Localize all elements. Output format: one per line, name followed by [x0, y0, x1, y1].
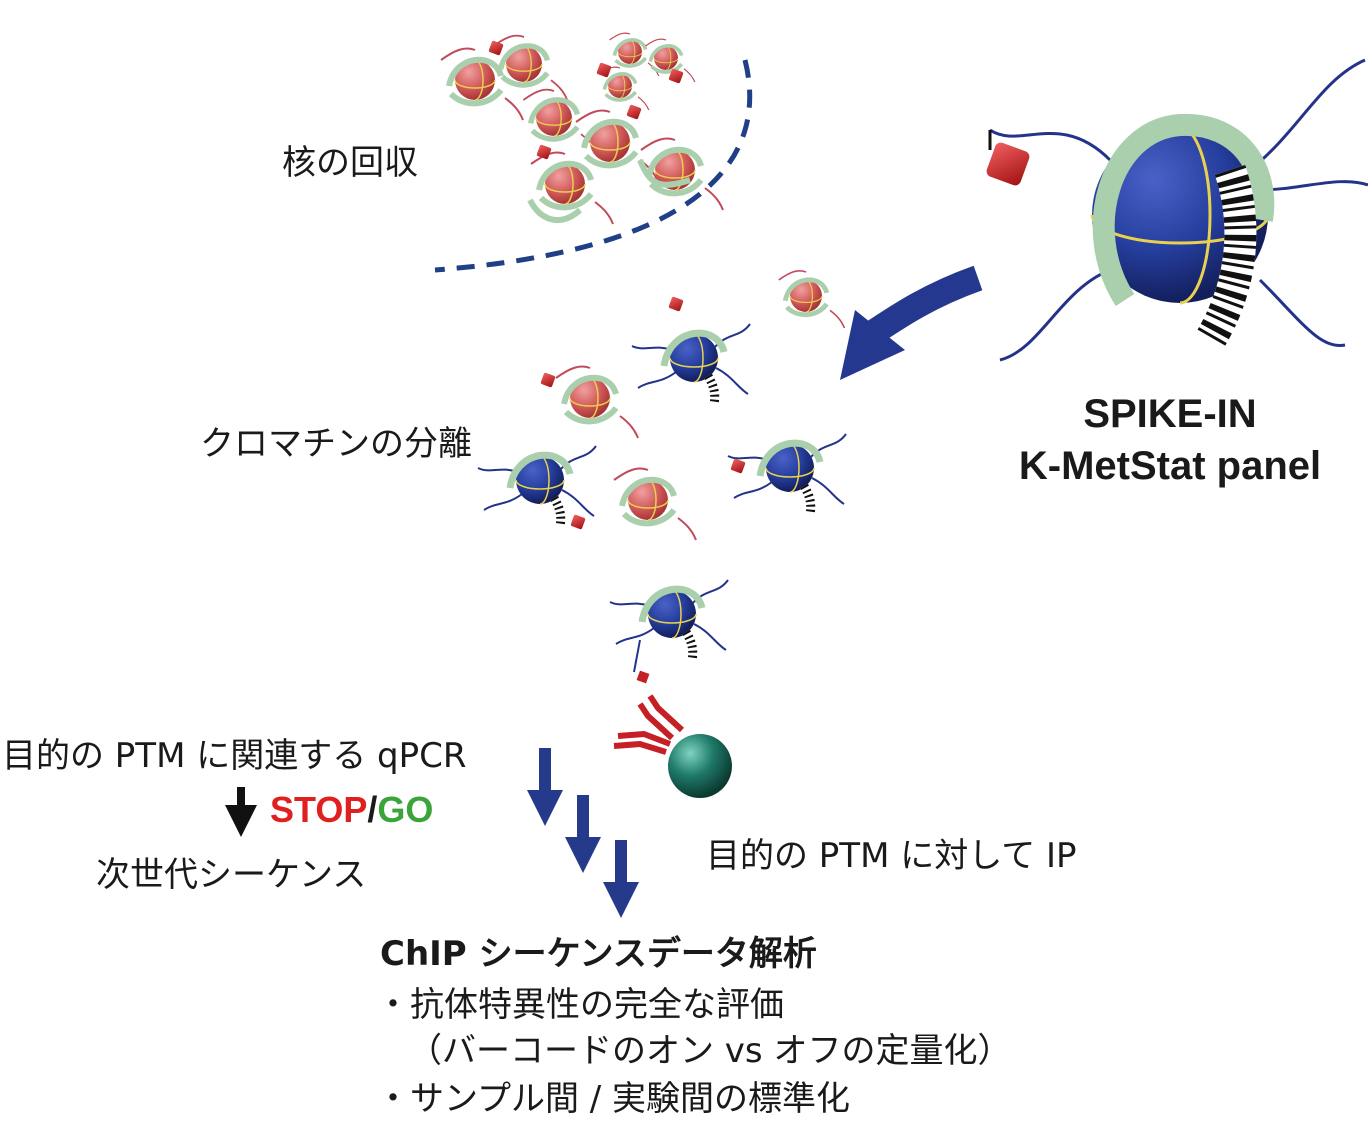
- ngs-label: 次世代シーケンス: [96, 855, 367, 895]
- stop-label: STOP: [270, 789, 368, 830]
- immunoprecipitation-complex: [610, 580, 732, 798]
- modification-tag-icon: [570, 514, 586, 530]
- barcoded-nucleosome-icon: [728, 434, 846, 514]
- modification-tag-icon: [626, 104, 642, 120]
- analysis-title: ChIP シーケンスデータ解析: [380, 934, 817, 974]
- nuclei-collection-label: 核の回収: [282, 143, 418, 183]
- down-arrow-icon: [225, 787, 257, 837]
- nucleosome-icon: [556, 366, 638, 438]
- magnetic-bead-icon: [668, 734, 732, 798]
- down-arrow-icon: [603, 840, 639, 918]
- spike-in-nucleosome-icon: [986, 58, 1368, 362]
- nucleosome-icon: [614, 468, 696, 540]
- curved-arrow-icon: [840, 265, 983, 380]
- down-arrow-icon: [527, 748, 563, 826]
- down-arrow-icon: [565, 795, 601, 873]
- modification-tag-icon: [730, 458, 746, 474]
- antibody-icon: [613, 694, 685, 755]
- barcoded-nucleosome-icon: [610, 580, 728, 660]
- ip-label: 目的の PTM に対して IP: [706, 836, 1077, 876]
- stop-go-decision: STOP/GO: [270, 792, 433, 828]
- qpcr-label: 目的の PTM に関連する qPCR: [2, 736, 467, 776]
- modification-tag-icon: [596, 62, 612, 78]
- nucleus-cluster: [441, 31, 723, 224]
- modification-tag-icon: [488, 40, 504, 56]
- analysis-bullet-specificity: ・抗体特異性の完全な評価: [376, 985, 784, 1025]
- analysis-bullet-barcode-quantification: （バーコードのオン vs オフの定量化）: [408, 1031, 1012, 1071]
- barcoded-nucleosome-icon: [478, 446, 596, 526]
- modification-tag-icon: [540, 372, 556, 388]
- barcoded-nucleosome-icon: [632, 324, 750, 404]
- nuclear-membrane-dashed-line: [434, 59, 753, 273]
- nucleosome-icon: [493, 36, 567, 100]
- modification-tag-icon: [668, 296, 684, 312]
- spike-in-panel-name: K-MetStat panel: [1018, 444, 1322, 488]
- go-label: GO: [377, 789, 434, 830]
- nucleosome-icon: [779, 271, 845, 328]
- chromatin-separation-label: クロマチンの分離: [200, 424, 472, 464]
- chromatin-cloud: [478, 271, 846, 540]
- slash-separator: /: [367, 789, 378, 830]
- spike-in-title: SPIKE-IN: [1083, 392, 1257, 436]
- analysis-bullet-normalization: ・サンプル間 / 実験間の標準化: [376, 1079, 851, 1119]
- modification-tag-icon: [536, 144, 552, 160]
